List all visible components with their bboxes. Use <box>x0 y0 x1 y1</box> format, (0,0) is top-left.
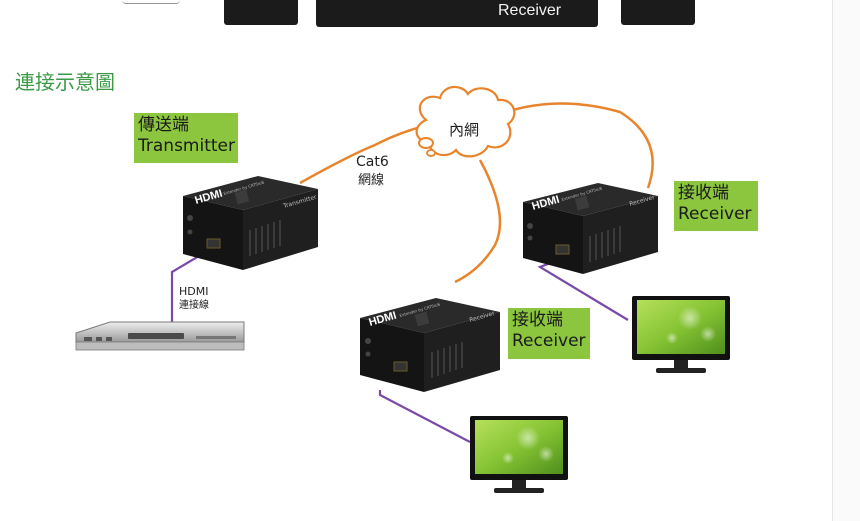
cat6-cable-transmitter <box>299 124 426 185</box>
cat6-cable-receiver-middle <box>454 159 502 284</box>
receiver-middle-label-line1: 接收端 <box>512 310 563 330</box>
top-device-left <box>224 0 298 25</box>
transmitter-label-box: 傳送端 Transmitter <box>134 113 238 163</box>
network-cloud-icon <box>415 85 516 158</box>
receiver-device-right <box>523 183 658 274</box>
transmitter-label-line1: 傳送端 <box>138 115 189 135</box>
connection-diagram: HDMI Extender by CAT5e/6 Transmitter HDM… <box>75 85 730 493</box>
hdmi-label-line2: 連接線 <box>179 298 209 311</box>
transmitter-device <box>183 176 318 270</box>
right-divider <box>832 0 833 521</box>
top-left-fragment <box>122 0 180 4</box>
top-device-right <box>621 0 695 25</box>
page-background <box>0 0 832 521</box>
transmitter-label-line2: Transmitter <box>138 136 235 156</box>
hdmi-cable-monitor-bottom <box>378 390 471 443</box>
top-device-center <box>316 0 598 27</box>
monitor-bottom-icon <box>470 416 568 493</box>
hdmi-cable-dvd <box>170 252 205 324</box>
receiver-device-middle <box>360 298 500 392</box>
top-device-label: Receiver <box>498 2 562 19</box>
cat6-label-line1: Cat6 <box>356 154 389 170</box>
dvd-player-icon <box>75 321 245 351</box>
hdmi-label-line1: HDMI <box>179 285 208 298</box>
section-title: 連接示意圖 <box>15 70 115 94</box>
cat6-label-line2: 網線 <box>358 172 384 188</box>
receiver-right-label-line2: Receiver <box>678 204 752 224</box>
receiver-middle-label-line2: Receiver <box>512 331 586 351</box>
cat6-cable-receiver-right <box>505 102 654 189</box>
receiver-middle-label-box: 接收端 Receiver <box>508 308 590 359</box>
right-gutter <box>833 0 860 521</box>
receiver-right-label-box: 接收端 Receiver <box>674 181 758 231</box>
ethernet-cables <box>299 102 654 284</box>
cloud-label: 內網 <box>449 121 479 139</box>
monitor-right-icon <box>632 296 730 373</box>
receiver-right-label-line1: 接收端 <box>678 183 729 203</box>
